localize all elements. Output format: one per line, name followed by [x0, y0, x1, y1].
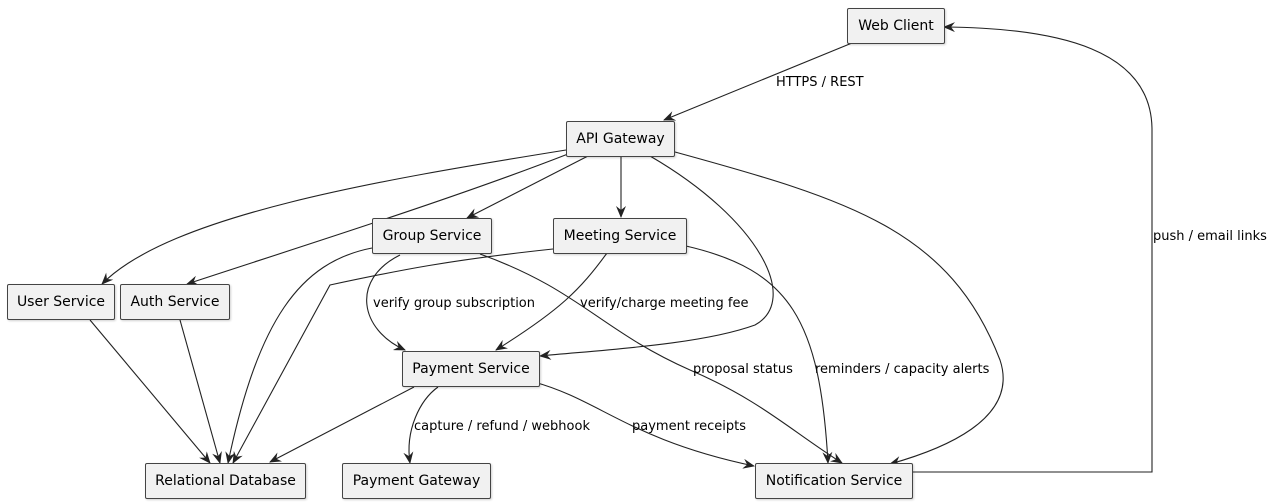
node-group-service[interactable]: Group Service [372, 218, 492, 254]
edge-groupservice-paymentservice [366, 254, 406, 351]
edge-apigateway-paymentservice [539, 155, 774, 360]
edge-label-payment-receipts: payment receipts [632, 419, 746, 434]
edge-apigateway-groupservice [466, 155, 589, 219]
edge-paymentservice-notificationservice [533, 381, 755, 469]
node-notification-service[interactable]: Notification Service [755, 463, 913, 499]
edge-groupservice-database [225, 247, 373, 464]
node-payment-gateway[interactable]: Payment Gateway [342, 463, 491, 499]
node-relational-database[interactable]: Relational Database [145, 463, 306, 499]
edge-apigateway-authservice [186, 153, 569, 286]
edge-notification-webclient [912, 22, 1153, 473]
edge-apigateway-userservice [101, 149, 567, 285]
edge-label-capture-refund-webhook: capture / refund / webhook [414, 419, 590, 434]
node-meeting-service[interactable]: Meeting Service [553, 218, 687, 254]
edge-paymentservice-paymentgateway [403, 386, 439, 464]
edge-label-proposal-status: proposal status [693, 362, 793, 377]
node-web-client[interactable]: Web Client [847, 8, 945, 44]
edge-label-verify-charge-meeting-fee: verify/charge meeting fee [580, 296, 749, 311]
edge-userservice-database [89, 319, 211, 464]
edge-label-https-rest: HTTPS / REST [776, 75, 864, 90]
edge-webclient-apigateway [663, 42, 853, 121]
edge-meetingservice-paymentservice [495, 252, 608, 351]
edge-meetingservice-notificationservice [685, 245, 833, 464]
edge-paymentservice-database [269, 386, 415, 463]
edge-label-verify-group-subscription: verify group subscription [373, 296, 535, 311]
edge-authservice-database [179, 319, 222, 464]
edge-meetingservice-database [232, 248, 554, 464]
edge-label-push-email-links: push / email links [1153, 229, 1267, 244]
edge-groupservice-notificationservice [479, 253, 843, 464]
edge-label-reminders-capacity-alerts: reminders / capacity alerts [815, 362, 990, 377]
node-user-service[interactable]: User Service [7, 284, 115, 320]
node-payment-service[interactable]: Payment Service [402, 351, 540, 387]
node-auth-service[interactable]: Auth Service [120, 284, 230, 320]
node-api-gateway[interactable]: API Gateway [566, 121, 675, 157]
edge-apigateway-notificationservice [674, 151, 1004, 466]
